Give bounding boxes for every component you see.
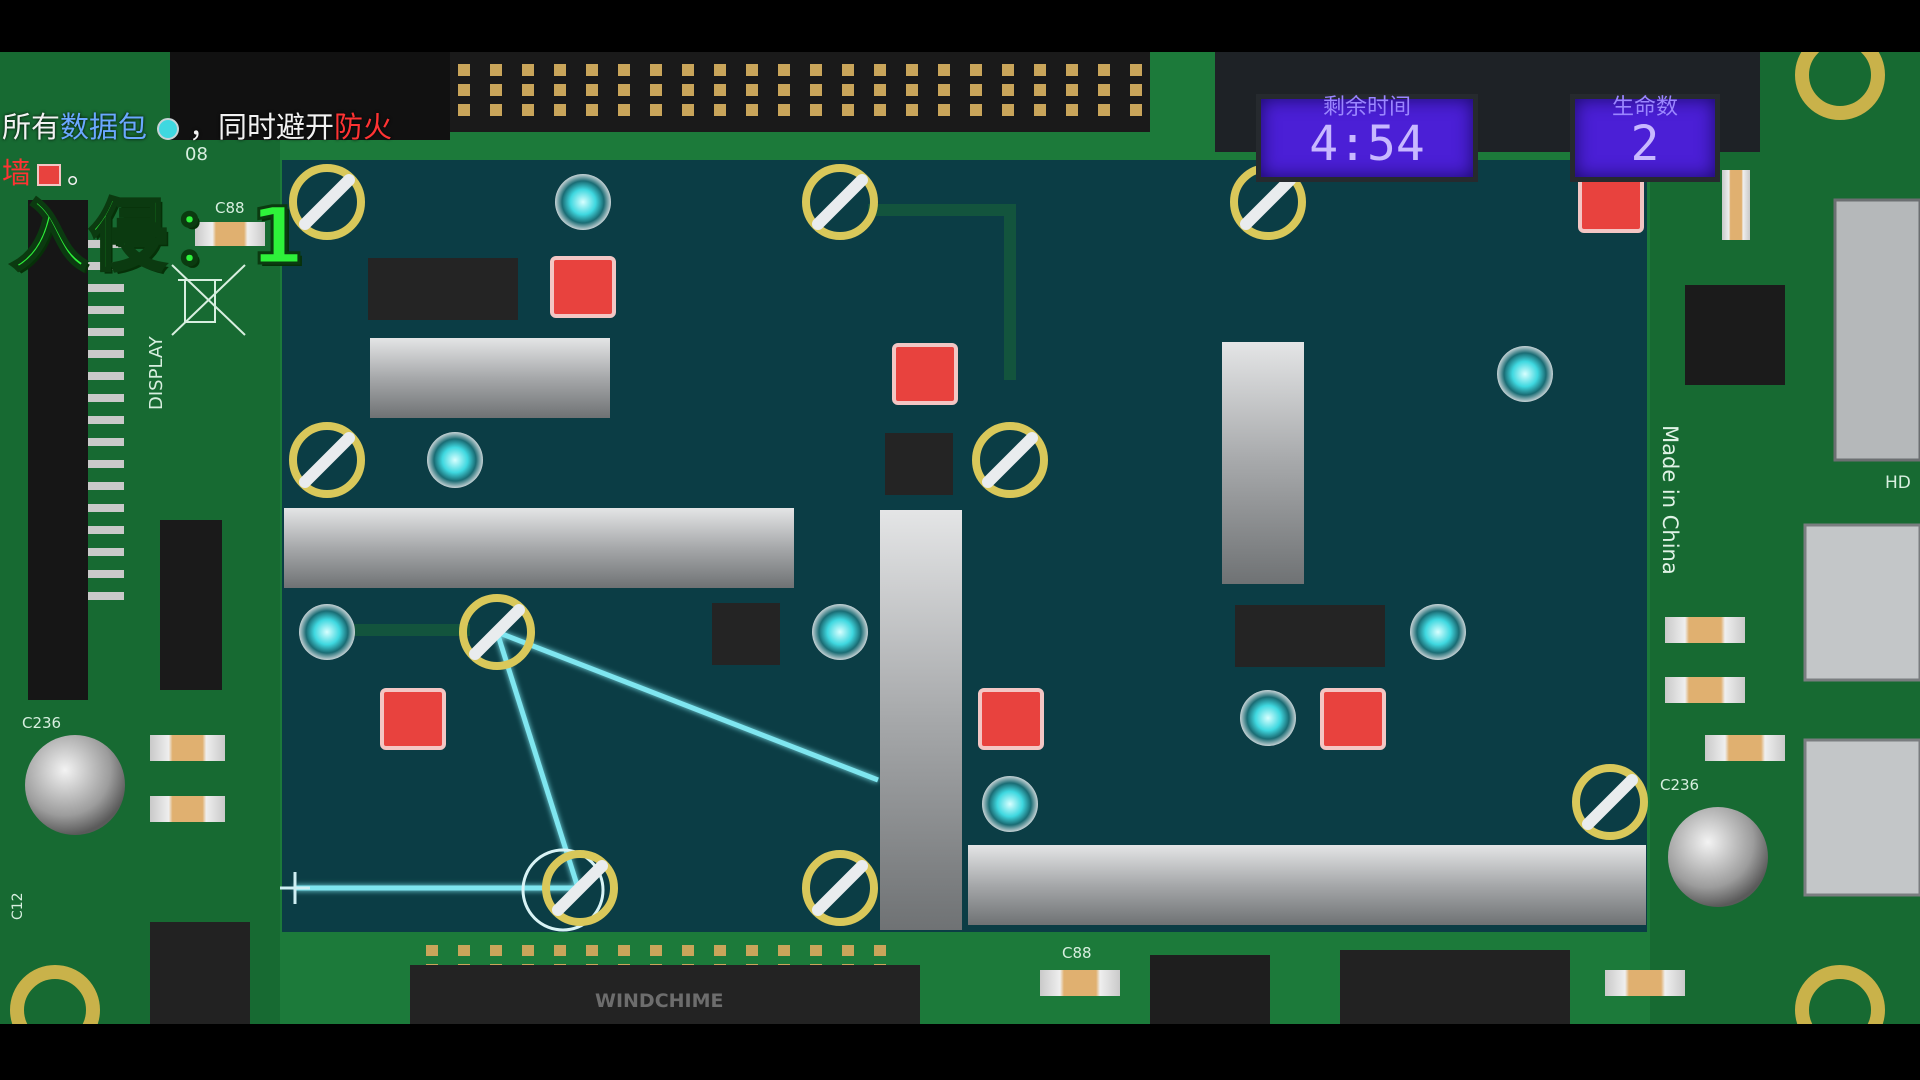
instruction-suffix: 。 [67,156,97,190]
mounting-hole-top-right [1795,52,1885,120]
wall-column-center [880,510,962,930]
mounting-hole-bottom-left [10,965,100,1024]
firewall [550,256,616,318]
windchime-chip-pins [425,945,905,965]
cap-bottom-1 [1040,970,1120,996]
tactile-button-left [25,735,125,835]
tactile-button-right [1668,807,1768,907]
cap-bottom-2 [1605,970,1685,996]
instruction-middle: ，同时避开 [189,110,335,144]
ic-chip-soic-2 [1235,605,1385,667]
mirror[interactable] [972,422,1048,498]
aim-cursor[interactable] [521,848,605,932]
keyword-data-packet: 数据包 [60,110,148,144]
lives-panel: 生命数 2 [1570,94,1720,182]
pin-header-pins [450,62,1150,122]
cap-left-3 [150,796,225,822]
bottom-qfp-chip [1150,955,1270,1024]
cap-right-1 [1665,617,1745,643]
cap-right-4 [1722,170,1750,240]
keyword-firewall-cont: 墙 [2,156,32,190]
letterbox-bottom [0,1024,1920,1080]
display-connector-pins [88,240,124,600]
mirror[interactable] [542,850,618,926]
data-packet [982,776,1038,832]
ic-chip-qfn-2 [712,603,780,665]
wall-blocks [284,338,1646,930]
bottom-connector [1340,950,1570,1024]
invasion-counter: 入侵：1 [8,191,307,284]
mirror[interactable] [459,594,535,670]
time-remaining-value: 4:54 [1309,116,1425,172]
cap-left-2 [150,735,225,761]
lives-value: 2 [1630,116,1660,172]
firewalls [380,171,1644,750]
time-remaining-label: 剩余时间 [1322,95,1411,120]
switch-housing [150,922,250,1024]
letterbox-top [0,0,1920,52]
right-qfn-chip [1685,285,1785,385]
mirrors[interactable] [289,164,1648,926]
data-packet [299,604,355,660]
trace-1 [868,204,1016,380]
ic-chip-qfn-1 [885,433,953,495]
firewall [978,688,1044,750]
display-connector [28,200,88,700]
label-c12-left: C12 [10,892,26,920]
firewall [892,343,958,405]
windchime-chip [410,965,920,1024]
cap-left-1 [195,222,265,246]
label-c88-left1: C88 [215,199,245,217]
data-packet [427,432,483,488]
data-packet [1497,346,1553,402]
data-packet [1240,690,1296,746]
recycle-bin-icon [171,264,246,336]
header-block-left [170,52,450,140]
cap-right-2 [1665,677,1745,703]
mounting-hole-bottom-right [1795,965,1885,1024]
game-view[interactable]: DISPLAY C236 C88 C12 08 HD Made in China… [0,52,1920,1024]
wall-row-bottom-right [968,845,1646,925]
laser-beam [295,629,879,891]
wall-row-upper-left [370,338,610,418]
left-ic-chip [160,520,222,690]
wall-column-right [1222,342,1304,584]
time-remaining-panel: 剩余时间 4:54 [1256,94,1478,182]
firewall-icon [37,164,62,186]
data-packets [299,174,1553,832]
mirror[interactable] [802,164,878,240]
label-c88-bottom: C88 [1062,944,1092,962]
cap-right-3 [1705,735,1785,761]
mirror[interactable] [289,164,365,240]
silkscreen-made-in-china: Made in China [1658,425,1682,575]
wall-row-middle-left [284,508,794,588]
game-board[interactable]: DISPLAY C236 C88 C12 08 HD Made in China… [0,52,1920,1024]
label-c236-left: C236 [22,714,61,732]
mirror[interactable] [289,422,365,498]
label-c236-right: C236 [1660,776,1699,794]
instruction-text-line2: 墙。 [2,150,96,192]
label-top-code: 08 [185,144,208,165]
instruction-prefix: 所有 [2,110,61,144]
mirror[interactable] [1572,764,1648,840]
data-packet [812,604,868,660]
instruction-text-line1: 所有数据包 ，同时避开防火 [2,104,392,146]
usb-port-2 [1803,738,1920,897]
ic-chip-soic-1 [368,258,518,320]
mirror[interactable] [802,850,878,926]
hdmi-port [1833,198,1920,462]
keyword-firewall: 防火 [334,110,393,144]
data-packet [555,174,611,230]
laser-source-icon [280,872,310,904]
chip-brand: WINDCHIME [595,990,724,1012]
usb-port-1 [1803,523,1920,682]
packet-icon [157,118,180,140]
data-packet [1410,604,1466,660]
silkscreen-hdmi: HD [1885,473,1911,493]
firewall [1320,688,1386,750]
lives-label: 生命数 [1611,95,1678,120]
firewall [380,688,446,750]
silkscreen-display: DISPLAY [146,335,167,410]
